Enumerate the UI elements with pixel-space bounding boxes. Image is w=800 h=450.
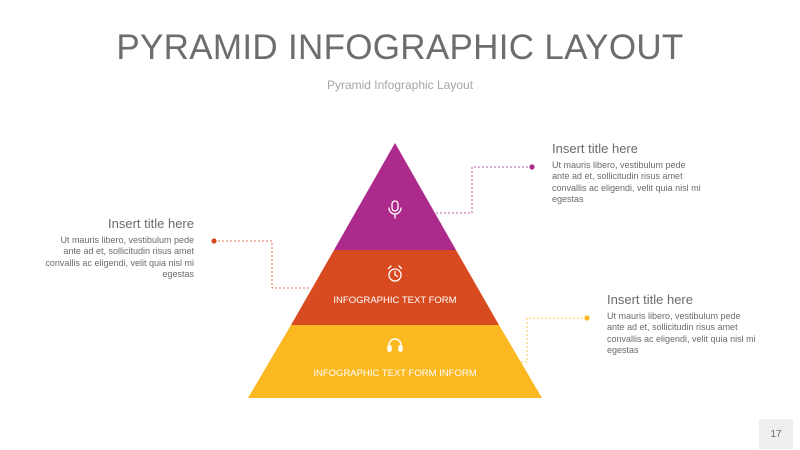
pyramid-tier-middle: [291, 250, 499, 325]
pyramid-tier-top: [334, 143, 456, 250]
tier-label-bottom: INFOGRAPHIC TEXT FORM INFORM: [313, 368, 477, 379]
connector-line-middle: [214, 240, 311, 289]
connector-dot-bottom: [584, 315, 590, 321]
callout-bottom-right: Insert title here Ut mauris libero, vest…: [607, 292, 757, 356]
callout-title: Insert title here: [108, 216, 194, 231]
connector-line-bottom: [518, 317, 587, 363]
callout-body: Ut mauris libero, vestibulum pede ante a…: [552, 160, 701, 204]
callout-body: Ut mauris libero, vestibulum pede ante a…: [45, 235, 194, 279]
connector-dot-middle: [211, 238, 217, 244]
page-number: 17: [759, 419, 793, 449]
connector-line-top: [436, 166, 532, 214]
microphone-icon: [388, 200, 402, 219]
tier-label-middle: INFOGRAPHIC TEXT FORM: [333, 295, 457, 306]
callout-left: Insert title here Ut mauris libero, vest…: [44, 216, 194, 280]
callout-top-right: Insert title here Ut mauris libero, vest…: [552, 141, 702, 205]
connector-dot-top: [529, 164, 535, 170]
alarm-clock-icon: [387, 265, 403, 282]
callout-title: Insert title here: [607, 292, 693, 307]
headphones-icon: [387, 338, 403, 352]
pyramid-tier-bottom: [248, 325, 542, 398]
page-subtitle: Pyramid Infographic Layout: [326, 78, 474, 92]
callout-title: Insert title here: [552, 141, 638, 156]
page-title: PYRAMID INFOGRAPHIC LAYOUT: [116, 28, 684, 67]
callout-body: Ut mauris libero, vestibulum pede ante a…: [607, 311, 756, 355]
